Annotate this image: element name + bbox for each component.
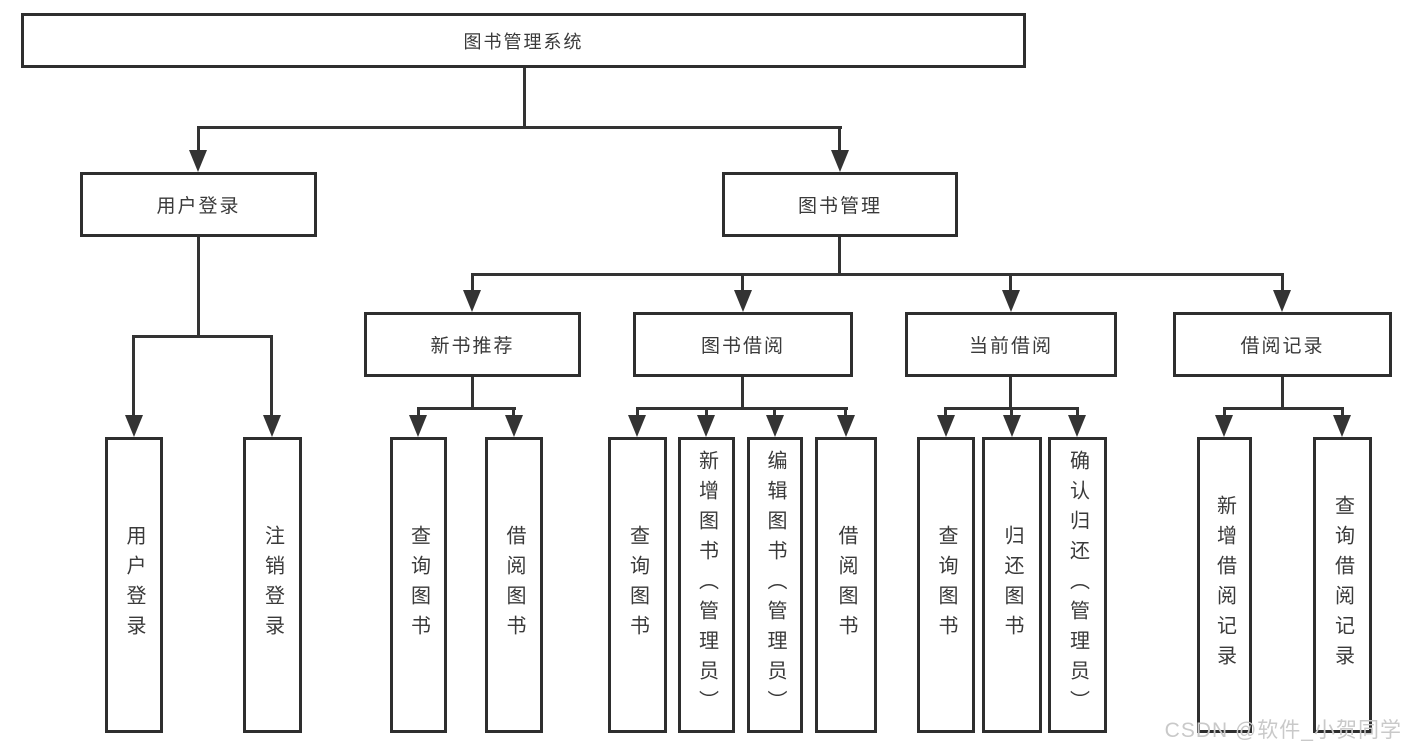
connector-line [741, 377, 744, 407]
node-user-login: 用户登录 [80, 172, 317, 237]
arrow-down-icon [1215, 415, 1233, 437]
node-new-book: 新书推荐 [364, 312, 581, 377]
leaf-logout: 注销登录 [243, 437, 302, 733]
leaf-borrow-edit: 编辑图书（管理员） [747, 437, 803, 733]
connector-line [705, 407, 708, 419]
connector-line [1341, 407, 1344, 419]
arrow-down-icon [734, 290, 752, 312]
leaf-current-return-label: 归还图书 [1001, 525, 1023, 645]
leaf-records-add: 新增借阅记录 [1197, 437, 1252, 733]
connector-line [471, 377, 474, 407]
connector-line [512, 407, 515, 419]
connector-line [838, 126, 841, 154]
connector-line [636, 407, 848, 410]
connector-line [471, 273, 474, 292]
arrow-down-icon [409, 415, 427, 437]
leaf-current-confirm-label: 确认归还（管理员） [1066, 450, 1089, 720]
connector-line [844, 407, 847, 419]
connector-line [1223, 407, 1226, 419]
arrow-down-icon [1003, 415, 1021, 437]
connector-line [1281, 377, 1284, 407]
connector-line [1010, 407, 1013, 419]
leaf-user-login-label: 用户登录 [123, 525, 145, 645]
arrow-down-icon [1273, 290, 1291, 312]
connector-line [417, 407, 516, 410]
connector-line [132, 335, 273, 338]
arrow-down-icon [263, 415, 281, 437]
arrow-down-icon [837, 415, 855, 437]
leaf-borrow-borrow: 借阅图书 [815, 437, 877, 733]
connector-line [773, 407, 776, 419]
leaf-newbook-query: 查询图书 [390, 437, 447, 733]
connector-line [523, 68, 526, 126]
connector-line [132, 335, 135, 417]
arrow-down-icon [463, 290, 481, 312]
leaf-borrow-query: 查询图书 [608, 437, 667, 733]
leaf-logout-label: 注销登录 [261, 525, 284, 645]
leaf-borrow-borrow-label: 借阅图书 [835, 525, 857, 645]
connector-line [944, 407, 947, 419]
leaf-borrow-query-label: 查询图书 [626, 525, 649, 645]
connector-line [197, 126, 200, 154]
arrow-down-icon [189, 150, 207, 172]
connector-line [417, 407, 420, 419]
node-root: 图书管理系统 [21, 13, 1026, 68]
leaf-records-query: 查询借阅记录 [1313, 437, 1372, 733]
node-current-borrow-label: 当前借阅 [968, 336, 1053, 357]
node-book-mgmt: 图书管理 [722, 172, 958, 237]
connector-line [1076, 407, 1079, 419]
node-new-book-label: 新书推荐 [430, 336, 515, 357]
arrow-down-icon [937, 415, 955, 437]
leaf-user-login: 用户登录 [105, 437, 163, 733]
arrow-down-icon [628, 415, 646, 437]
leaf-newbook-borrow: 借阅图书 [485, 437, 543, 733]
node-book-mgmt-label: 图书管理 [797, 196, 882, 217]
leaf-current-query-label: 查询图书 [935, 525, 957, 645]
arrow-down-icon [505, 415, 523, 437]
node-book-borrow: 图书借阅 [633, 312, 853, 377]
arrow-down-icon [766, 415, 784, 437]
arrow-down-icon [1002, 290, 1020, 312]
leaf-newbook-borrow-label: 借阅图书 [503, 525, 525, 645]
connector-line [471, 273, 1283, 276]
connector-line [636, 407, 639, 419]
arrow-down-icon [697, 415, 715, 437]
node-borrow-records-label: 借阅记录 [1240, 336, 1325, 357]
node-book-borrow-label: 图书借阅 [700, 336, 785, 357]
connector-line [1223, 407, 1344, 410]
leaf-borrow-add-label: 新增图书（管理员） [695, 450, 718, 720]
leaf-borrow-add: 新增图书（管理员） [678, 437, 735, 733]
connector-line [741, 273, 744, 292]
arrow-down-icon [831, 150, 849, 172]
leaf-records-add-label: 新增借阅记录 [1213, 495, 1236, 675]
leaf-current-return: 归还图书 [982, 437, 1042, 733]
connector-line [1009, 273, 1012, 292]
connector-line [838, 237, 841, 273]
csdn-watermark: CSDN @软件_小贺同学 [1164, 719, 1402, 742]
connector-line [1281, 273, 1284, 292]
leaf-current-confirm: 确认归还（管理员） [1048, 437, 1107, 733]
node-root-label: 图书管理系统 [463, 31, 584, 52]
leaf-newbook-query-label: 查询图书 [407, 525, 430, 645]
connector-line [1009, 377, 1012, 407]
connector-line [197, 237, 200, 335]
node-borrow-records: 借阅记录 [1173, 312, 1392, 377]
connector-line [270, 335, 273, 417]
arrow-down-icon [1333, 415, 1351, 437]
leaf-records-query-label: 查询借阅记录 [1331, 495, 1354, 675]
arrow-down-icon [1068, 415, 1086, 437]
leaf-current-query: 查询图书 [917, 437, 975, 733]
leaf-borrow-edit-label: 编辑图书（管理员） [764, 450, 786, 720]
node-user-login-label: 用户登录 [156, 196, 241, 217]
arrow-down-icon [125, 415, 143, 437]
connector-line [197, 126, 842, 129]
node-current-borrow: 当前借阅 [905, 312, 1117, 377]
